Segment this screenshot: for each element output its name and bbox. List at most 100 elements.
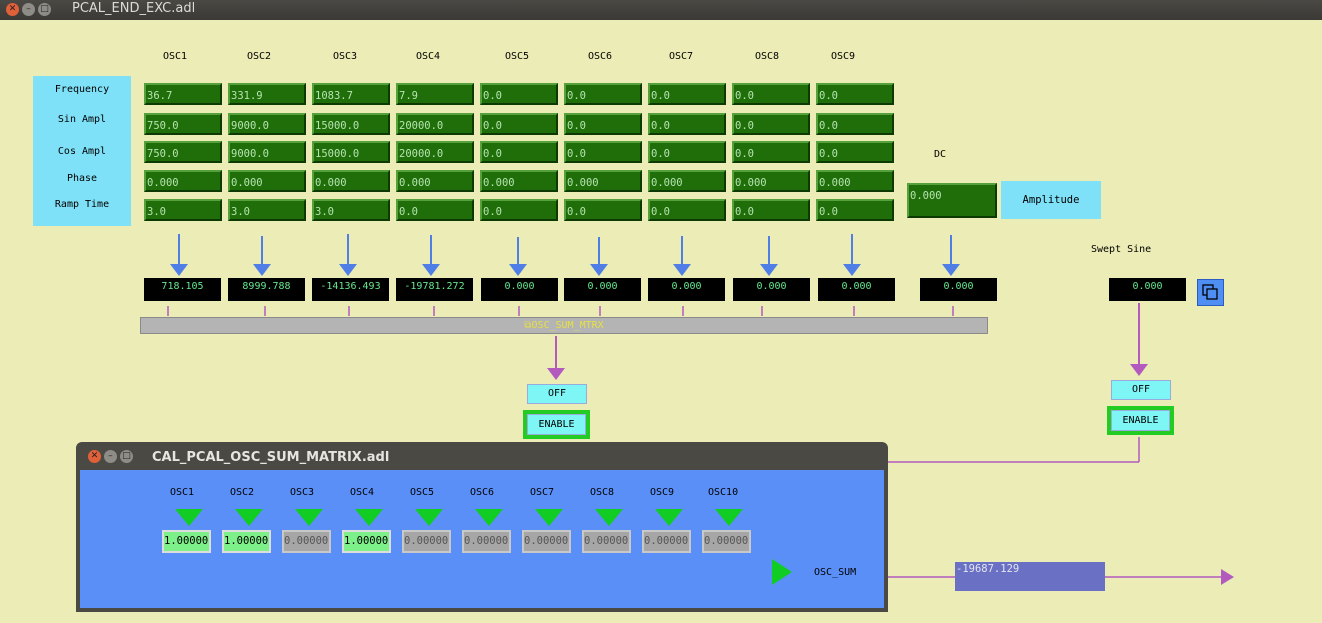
minimize-icon[interactable]: – xyxy=(22,3,35,16)
osc-sum-label: OSC_SUM xyxy=(814,567,857,578)
window-title: PCAL_END_EXC.adl xyxy=(72,1,196,16)
cos-ampl-input-osc8[interactable]: 0.0 xyxy=(732,141,810,163)
gain-input-osc6[interactable]: 0.00000 xyxy=(462,530,511,553)
row-label-sin-ampl: Sin Ampl xyxy=(57,114,107,125)
phase-input-osc1[interactable]: 0.000 xyxy=(144,170,222,192)
frequency-input-osc8[interactable]: 0.0 xyxy=(732,83,810,105)
gain-input-osc1[interactable]: 1.00000 xyxy=(162,530,211,553)
sub-maximize-icon[interactable]: □ xyxy=(120,450,133,463)
cos-ampl-input-osc9[interactable]: 0.0 xyxy=(816,141,894,163)
ramp-time-input-osc5[interactable]: 0.0 xyxy=(480,199,558,221)
phase-input-osc5[interactable]: 0.000 xyxy=(480,170,558,192)
down-arrow-icon xyxy=(475,509,503,526)
sub-osc-header-2: OSC2 xyxy=(230,487,255,498)
ramp-time-input-osc1[interactable]: 3.0 xyxy=(144,199,222,221)
sub-osc-header-10: OSC10 xyxy=(708,487,739,498)
phase-input-osc8[interactable]: 0.000 xyxy=(732,170,810,192)
gain-input-osc4[interactable]: 1.00000 xyxy=(342,530,391,553)
gain-input-osc10[interactable]: 0.00000 xyxy=(702,530,751,553)
dc-label: DC xyxy=(934,149,947,160)
sin-ampl-input-osc3[interactable]: 15000.0 xyxy=(312,113,390,135)
gain-input-osc3[interactable]: 0.00000 xyxy=(282,530,331,553)
sub-osc-header-6: OSC6 xyxy=(470,487,495,498)
ramp-time-input-osc4[interactable]: 0.0 xyxy=(396,199,474,221)
osc-header-6: OSC6 xyxy=(588,51,613,62)
sin-ampl-input-osc9[interactable]: 0.0 xyxy=(816,113,894,135)
gain-input-osc7[interactable]: 0.00000 xyxy=(522,530,571,553)
cos-ampl-input-osc2[interactable]: 9000.0 xyxy=(228,141,306,163)
off-button[interactable]: OFF xyxy=(527,384,587,404)
sin-ampl-input-osc8[interactable]: 0.0 xyxy=(732,113,810,135)
ramp-time-input-osc8[interactable]: 0.0 xyxy=(732,199,810,221)
window-title-bar: ✕ – □ PCAL_END_EXC.adl xyxy=(0,0,1322,20)
ramp-time-input-osc9[interactable]: 0.0 xyxy=(816,199,894,221)
amplitude-button[interactable]: Amplitude xyxy=(1001,181,1101,219)
output-readout-osc9: 0.000 xyxy=(818,278,895,301)
maximize-icon[interactable]: □ xyxy=(38,3,51,16)
swept-sine-off-button[interactable]: OFF xyxy=(1111,380,1171,400)
phase-input-osc4[interactable]: 0.000 xyxy=(396,170,474,192)
gain-input-osc8[interactable]: 0.00000 xyxy=(582,530,631,553)
play-arrow-icon xyxy=(772,559,792,585)
sub-osc-header-5: OSC5 xyxy=(410,487,435,498)
sub-window-title: CAL_PCAL_OSC_SUM_MATRIX.adl xyxy=(152,450,390,465)
ramp-time-input-osc6[interactable]: 0.0 xyxy=(564,199,642,221)
osc-sum-matrix-button[interactable]: ⧉OSC_SUM_MTRX xyxy=(140,317,988,334)
ramp-time-input-osc3[interactable]: 3.0 xyxy=(312,199,390,221)
output-readout-osc3: -14136.493 xyxy=(312,278,389,301)
phase-input-osc6[interactable]: 0.000 xyxy=(564,170,642,192)
row-label-frequency: Frequency xyxy=(54,84,110,95)
sub-close-icon[interactable]: ✕ xyxy=(88,450,101,463)
sin-ampl-input-osc4[interactable]: 20000.0 xyxy=(396,113,474,135)
down-arrow-icon xyxy=(715,509,743,526)
ramp-time-input-osc2[interactable]: 3.0 xyxy=(228,199,306,221)
close-icon[interactable]: ✕ xyxy=(6,3,19,16)
cos-ampl-input-osc3[interactable]: 15000.0 xyxy=(312,141,390,163)
frequency-input-osc1[interactable]: 36.7 xyxy=(144,83,222,105)
frequency-input-osc3[interactable]: 1083.7 xyxy=(312,83,390,105)
gain-input-osc2[interactable]: 1.00000 xyxy=(222,530,271,553)
phase-input-osc2[interactable]: 0.000 xyxy=(228,170,306,192)
osc-header-5: OSC5 xyxy=(505,51,530,62)
down-arrow-icon xyxy=(355,509,383,526)
frequency-input-osc7[interactable]: 0.0 xyxy=(648,83,726,105)
cos-ampl-input-osc5[interactable]: 0.0 xyxy=(480,141,558,163)
sub-osc-header-4: OSC4 xyxy=(350,487,375,498)
sub-minimize-icon[interactable]: – xyxy=(104,450,117,463)
gain-input-osc5[interactable]: 0.00000 xyxy=(402,530,451,553)
sin-ampl-input-osc5[interactable]: 0.0 xyxy=(480,113,558,135)
phase-input-osc7[interactable]: 0.000 xyxy=(648,170,726,192)
down-arrow-icon xyxy=(175,509,203,526)
cos-ampl-input-osc7[interactable]: 0.0 xyxy=(648,141,726,163)
related-display-icon: ⧉ xyxy=(524,320,532,331)
sin-ampl-input-osc1[interactable]: 750.0 xyxy=(144,113,222,135)
cos-ampl-input-osc4[interactable]: 20000.0 xyxy=(396,141,474,163)
swept-sine-enable-button[interactable]: ENABLE xyxy=(1111,410,1170,431)
output-readout-dc: 0.000 xyxy=(920,278,997,301)
swept-sine-enable-frame: ENABLE xyxy=(1107,406,1174,435)
cos-ampl-input-osc1[interactable]: 750.0 xyxy=(144,141,222,163)
sub-osc-header-3: OSC3 xyxy=(290,487,315,498)
ramp-time-input-osc7[interactable]: 0.0 xyxy=(648,199,726,221)
phase-input-osc9[interactable]: 0.000 xyxy=(816,170,894,192)
frequency-input-osc5[interactable]: 0.0 xyxy=(480,83,558,105)
frequency-input-osc6[interactable]: 0.0 xyxy=(564,83,642,105)
frequency-input-osc4[interactable]: 7.9 xyxy=(396,83,474,105)
cos-ampl-input-osc6[interactable]: 0.0 xyxy=(564,141,642,163)
frequency-input-osc2[interactable]: 331.9 xyxy=(228,83,306,105)
swept-sine-related-button[interactable] xyxy=(1197,279,1224,306)
sub-osc-header-9: OSC9 xyxy=(650,487,675,498)
dc-input[interactable]: 0.000 xyxy=(907,183,997,218)
sin-ampl-input-osc2[interactable]: 9000.0 xyxy=(228,113,306,135)
frequency-input-osc9[interactable]: 0.0 xyxy=(816,83,894,105)
gain-input-osc9[interactable]: 0.00000 xyxy=(642,530,691,553)
output-readout-osc7: 0.000 xyxy=(648,278,725,301)
sin-ampl-input-osc7[interactable]: 0.0 xyxy=(648,113,726,135)
output-readout-osc1: 718.105 xyxy=(144,278,221,301)
enable-button[interactable]: ENABLE xyxy=(527,414,586,435)
related-display-icon xyxy=(1202,284,1218,300)
osc-header-4: OSC4 xyxy=(416,51,441,62)
swept-sine-readout: 0.000 xyxy=(1109,278,1186,301)
phase-input-osc3[interactable]: 0.000 xyxy=(312,170,390,192)
sin-ampl-input-osc6[interactable]: 0.0 xyxy=(564,113,642,135)
